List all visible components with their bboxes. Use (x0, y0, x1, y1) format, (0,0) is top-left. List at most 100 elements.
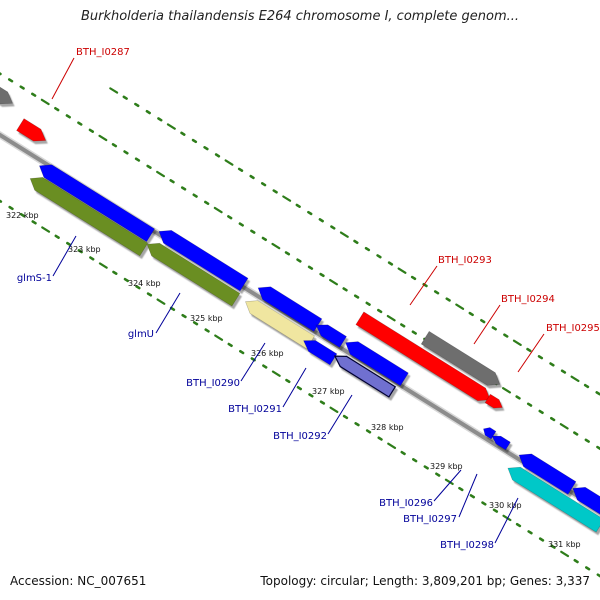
outer-tick-mark (526, 347, 532, 353)
upper-tick-mark (307, 265, 314, 270)
topology-text: Topology: circular; Length: 3,809,201 bp… (260, 574, 590, 588)
gene-label-bth-i0292: BTH_I0292 (273, 431, 327, 442)
lower-tick-mark (112, 270, 118, 275)
gene-feature-bth-i0294 (420, 330, 501, 386)
lower-tick-mark (214, 334, 224, 341)
gene-feature-blue (38, 164, 155, 243)
gene-feature-blue (158, 230, 249, 292)
lower-tick-mark (596, 573, 600, 578)
lower-tick-mark (502, 514, 512, 522)
lower-tick-mark (342, 414, 349, 420)
upper-tick-mark (54, 107, 60, 112)
lower-tick-mark (365, 429, 372, 434)
leader-line-bth-i0295 (517, 333, 545, 373)
scale-label: 329 kbp (430, 462, 463, 471)
outer-tick-mark (166, 123, 176, 130)
upper-tick-mark (538, 409, 544, 415)
upper-tick-mark (19, 85, 25, 90)
upper-tick-mark (573, 431, 579, 436)
outer-tick-mark (570, 375, 580, 383)
outer-tick-mark (445, 297, 451, 302)
map-title: Burkholderia thailandensis E264 chromoso… (80, 9, 520, 24)
gene-label-glmu: glmU (128, 329, 154, 340)
outer-tick-mark (433, 290, 440, 295)
lower-tick-mark (54, 234, 60, 239)
lower-tick-mark (412, 458, 418, 463)
outer-tick-mark (468, 311, 474, 317)
leader-line-bth-i0290 (240, 342, 266, 382)
upper-tick-mark (386, 314, 396, 322)
upper-tick-mark (169, 179, 175, 184)
outer-tick-mark (237, 167, 244, 172)
gene-feature-pale (245, 300, 315, 350)
upper-tick-mark (284, 251, 291, 256)
leader-line-bth-i0294 (473, 304, 501, 345)
outer-tick-mark (560, 369, 567, 374)
lower-tick-mark (89, 256, 95, 261)
scale-label: 326 kbp (251, 349, 284, 358)
lower-tick-mark (400, 450, 406, 456)
outer-tick-mark (491, 326, 497, 331)
outer-tick-mark (260, 182, 267, 187)
upper-tick-mark (377, 308, 383, 314)
gene-feature-glms-1 (29, 177, 149, 257)
gene-feature-blue (572, 486, 600, 515)
upper-tick-mark (353, 294, 360, 299)
lower-tick-mark (585, 566, 591, 571)
lower-tick-mark (31, 220, 37, 225)
lower-tick-mark (19, 213, 26, 218)
scale-label: 330 kbp (489, 501, 522, 510)
outer-tick-mark (480, 319, 486, 324)
lower-tick-mark (156, 298, 166, 305)
gene-feature-bth-i0290 (345, 341, 409, 387)
outer-tick-mark (307, 210, 313, 216)
upper-tick-mark (123, 150, 129, 155)
outer-tick-mark (583, 383, 590, 389)
lower-tick-mark (423, 465, 429, 470)
upper-tick-mark (271, 242, 281, 250)
outer-tick-mark (387, 261, 394, 266)
outer-tick-mark (145, 109, 151, 115)
upper-tick-mark (31, 92, 37, 97)
lower-tick-mark (271, 370, 281, 377)
upper-tick-mark (156, 170, 166, 178)
leader-line-bth-i0297 (458, 473, 478, 518)
upper-tick-mark (40, 98, 50, 106)
lower-tick-mark (377, 436, 383, 441)
leader-line-glmu (155, 292, 181, 334)
gene-feature-bth-i0291 (303, 340, 338, 366)
upper-tick-mark (559, 423, 569, 430)
gene-feature-bth-i0292 (333, 355, 397, 398)
gene-feature-glmu (146, 242, 241, 307)
upper-tick-mark (7, 78, 14, 83)
outer-tick-mark (364, 246, 371, 252)
outer-tick-mark (282, 195, 292, 202)
outer-tick-mark (376, 254, 382, 259)
gene-feature-blue (518, 453, 577, 495)
outer-tick-mark (549, 362, 555, 367)
leader-line-bth-i0292 (327, 394, 353, 435)
scale-label: 331 kbp (548, 540, 581, 549)
upper-tick-mark (400, 323, 406, 328)
outer-tick-mark (318, 218, 324, 223)
outer-tick-mark (330, 225, 336, 230)
leader-line-bth-i0296 (433, 469, 462, 502)
upper-tick-mark (261, 236, 268, 242)
outer-tick-mark (512, 339, 522, 346)
upper-tick-mark (192, 193, 198, 198)
upper-tick-mark (77, 121, 83, 126)
lower-tick-mark (98, 262, 108, 269)
lower-tick-mark (573, 558, 579, 564)
outer-tick-mark (109, 87, 119, 94)
upper-tick-mark (146, 164, 152, 169)
lower-tick-mark (387, 442, 397, 450)
lower-tick-mark (319, 400, 326, 405)
upper-tick-mark (98, 134, 108, 142)
gene-feature-bth-i0298 (507, 466, 600, 533)
lower-tick-mark (239, 349, 245, 355)
scale-label: 323 kbp (68, 245, 101, 254)
scale-label: 328 kbp (371, 423, 404, 432)
lower-tick-mark (227, 342, 233, 348)
outer-tick-mark (339, 231, 349, 238)
